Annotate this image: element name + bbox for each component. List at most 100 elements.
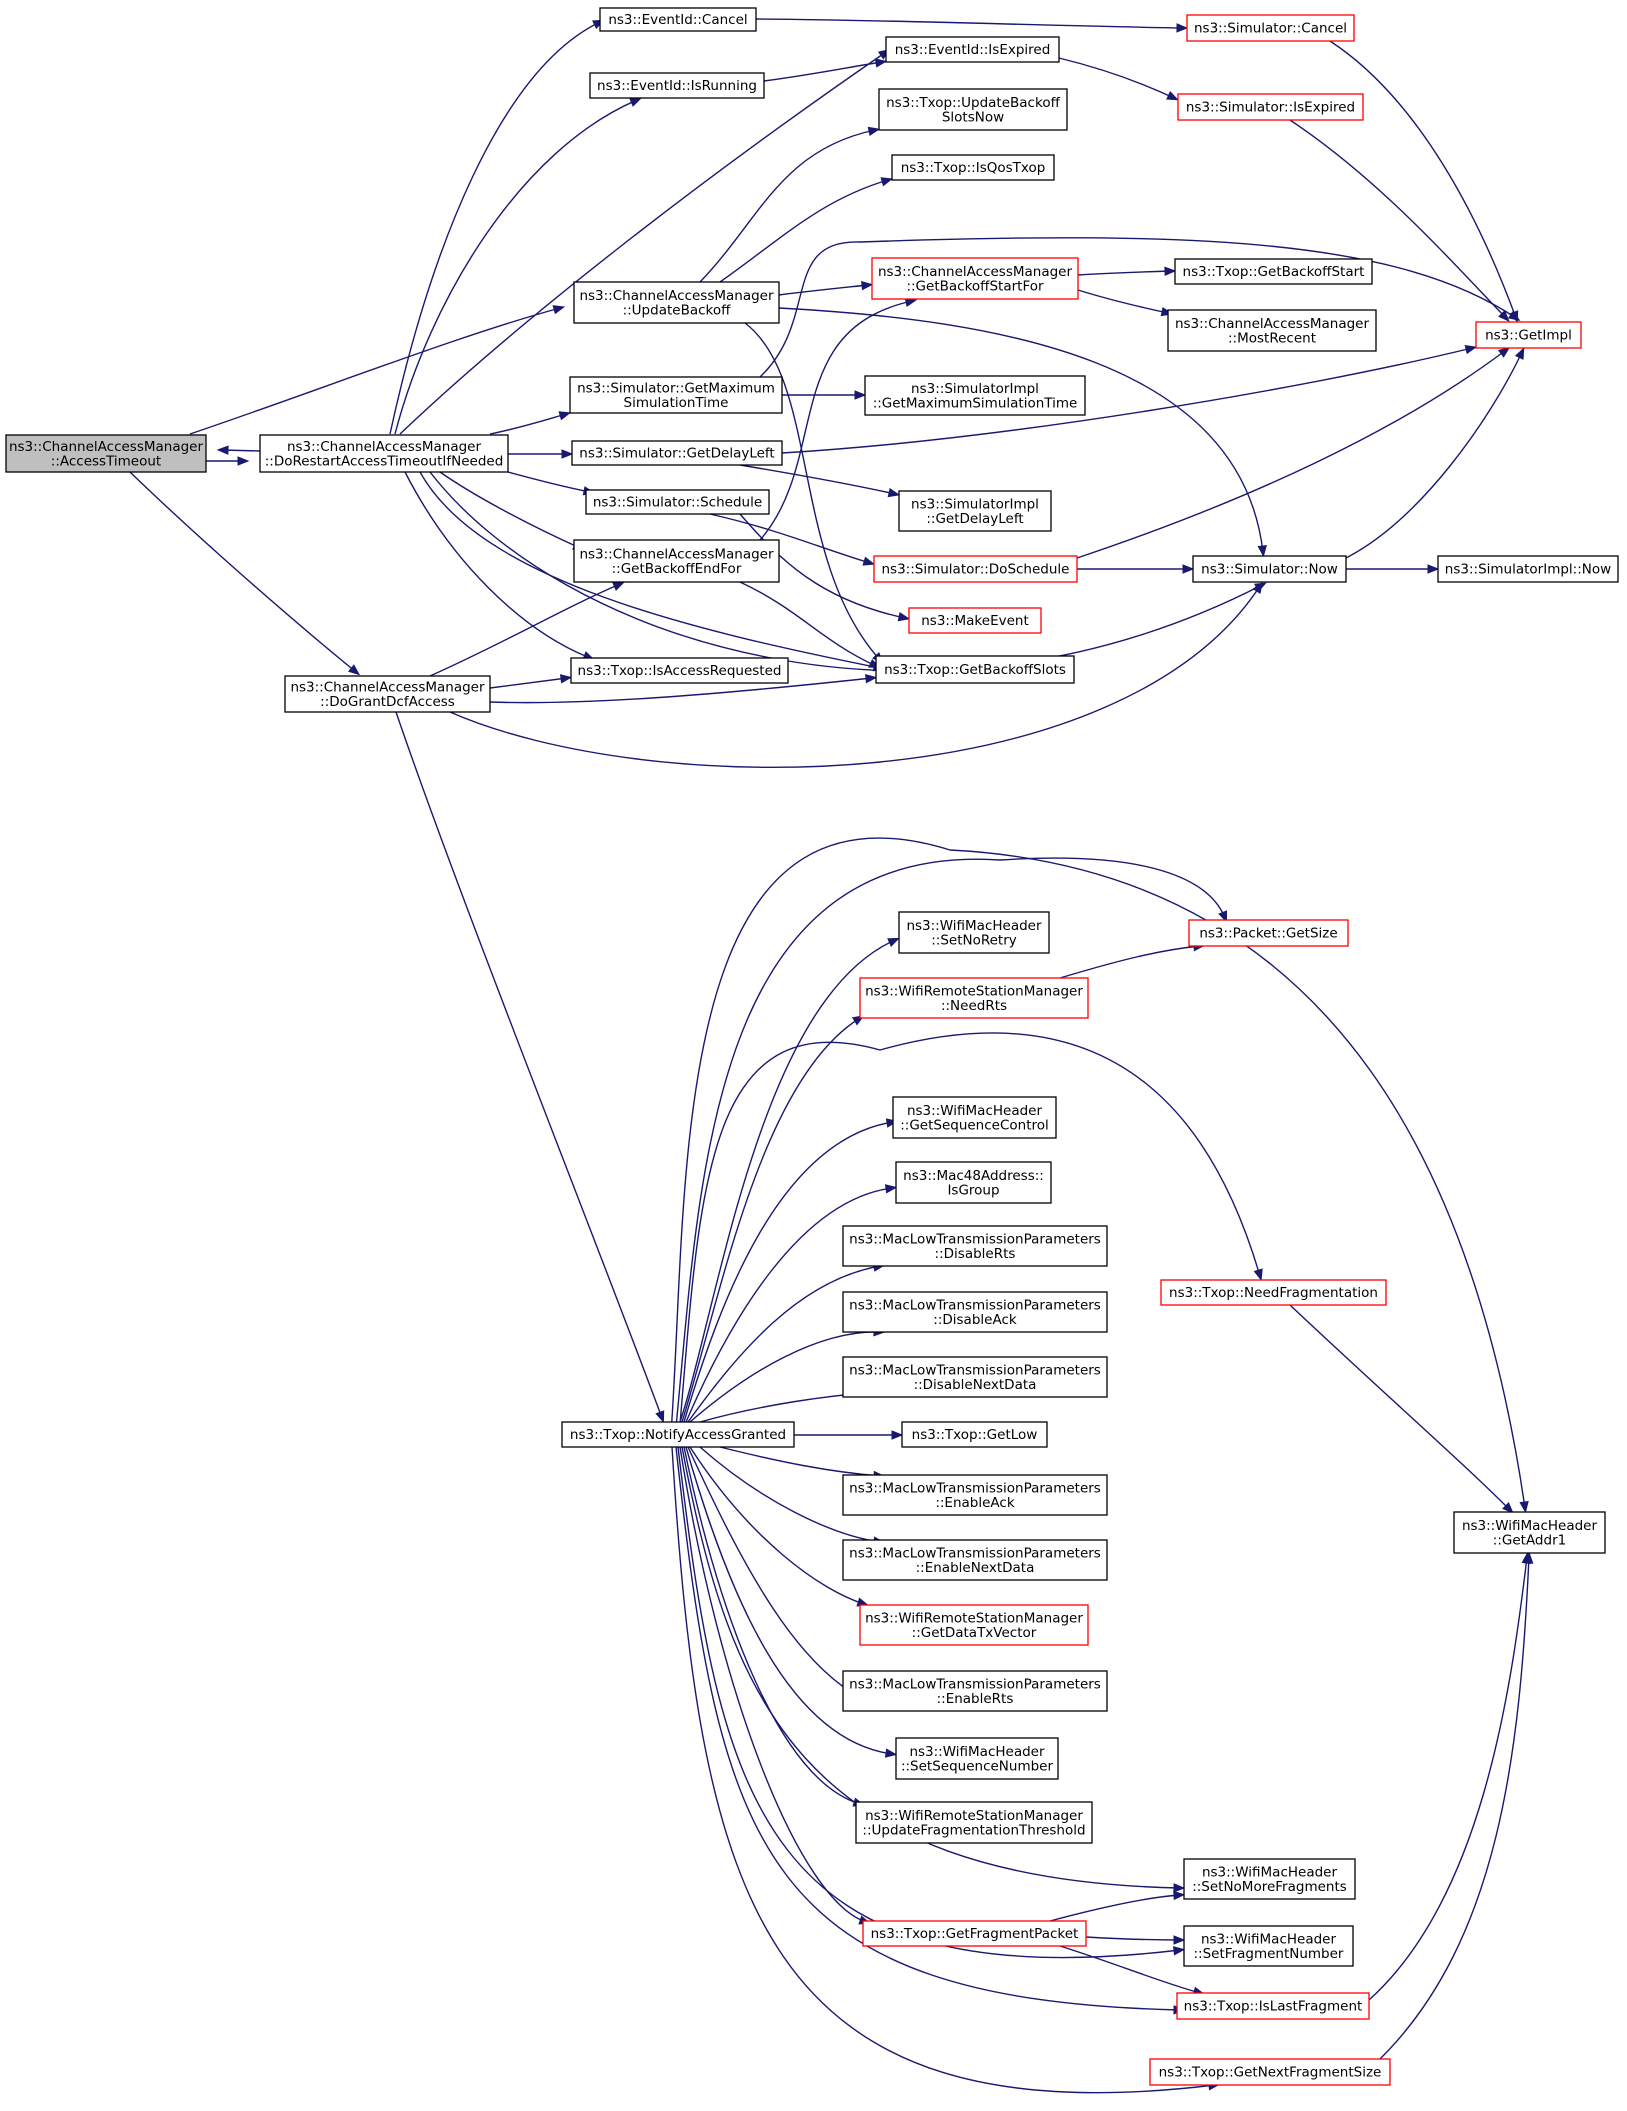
node-box: [871, 257, 1079, 300]
edge-sim_do_schedule-to-sim_now: [1077, 564, 1195, 574]
node-update-frag-threshold[interactable]: ns3::WifiRemoteStationManager::UpdateFra…: [855, 1801, 1093, 1844]
node-box: [895, 1161, 1052, 1204]
edge-notify_access_granted-to-disable_rts: [687, 1262, 886, 1423]
node-enable-ack[interactable]: ns3::MacLowTransmissionParameters::Enabl…: [842, 1474, 1108, 1516]
node-box: [891, 154, 1055, 181]
edge-notify_access_granted-to-set_no_retry: [679, 937, 900, 1423]
node-most-recent[interactable]: ns3::ChannelAccessManager::MostRecent: [1167, 309, 1377, 352]
node-update-backoff[interactable]: ns3::ChannelAccessManager::UpdateBackoff: [573, 281, 780, 324]
node-get-seq-control[interactable]: ns3::WifiMacHeader::GetSequenceControl: [892, 1096, 1057, 1139]
arrowhead: [1257, 544, 1267, 558]
node-label-line: ns3::Txop::UpdateBackoff: [886, 95, 1060, 111]
node-set-seq-number[interactable]: ns3::WifiMacHeader::SetSequenceNumber: [895, 1737, 1059, 1780]
node-notify-access-granted[interactable]: ns3::Txop::NotifyAccessGranted: [561, 1421, 795, 1448]
node-do-grant[interactable]: ns3::ChannelAccessManager::DoGrantDcfAcc…: [284, 675, 491, 713]
edge-notify_access_granted-to-packet_get_size: [673, 857, 1228, 1448]
arrowhead: [884, 1184, 898, 1194]
node-label-line: ::DoRestartAccessTimeoutIfNeeded: [265, 453, 504, 469]
node-is-last-fragment[interactable]: ns3::Txop::IsLastFragment: [1176, 1992, 1370, 2020]
node-packet-get-size[interactable]: ns3::Packet::GetSize: [1188, 919, 1349, 947]
node-set-no-more-fragments[interactable]: ns3::WifiMacHeader::SetNoMoreFragments: [1183, 1858, 1356, 1900]
node-box: [864, 375, 1086, 416]
edge-line: [404, 471, 591, 659]
node-label-line: ::DisableNextData: [914, 1377, 1037, 1393]
node-label-line: SimulationTime: [624, 395, 729, 411]
node-label-line: ns3::EventId::IsRunning: [597, 78, 757, 94]
node-get-backoff-slots[interactable]: ns3::Txop::GetBackoffSlots: [875, 655, 1075, 684]
node-label-line: ::DoGrantDcfAccess: [320, 694, 455, 710]
node-get-delay-left[interactable]: ns3::Simulator::GetDelayLeft: [571, 440, 783, 466]
node-box: [859, 977, 1089, 1019]
node-disable-rts[interactable]: ns3::MacLowTransmissionParameters::Disab…: [842, 1225, 1108, 1267]
node-get-impl[interactable]: ns3::GetImpl: [1475, 321, 1582, 349]
edge-do_restart-to-eventid_isrunning: [394, 97, 642, 435]
node-is-access-requested[interactable]: ns3::Txop::IsAccessRequested: [570, 657, 789, 684]
node-need-rts[interactable]: ns3::WifiRemoteStationManager::NeedRts: [859, 977, 1089, 1019]
node-mac48-isgroup[interactable]: ns3::Mac48Address::IsGroup: [895, 1161, 1052, 1204]
edge-notify_access_granted-to-txop_get_low: [794, 1430, 904, 1440]
node-label-line: ::AccessTimeout: [51, 453, 161, 469]
edge-line: [399, 51, 887, 435]
node-eventid-isrunning[interactable]: ns3::EventId::IsRunning: [589, 72, 765, 99]
arrowhead: [1509, 310, 1519, 324]
node-get-backoff-end[interactable]: ns3::ChannelAccessManager::GetBackoffEnd…: [573, 539, 780, 583]
node-eventid-isexpired[interactable]: ns3::EventId::IsExpired: [885, 36, 1060, 63]
edge-line: [1368, 1556, 1528, 2001]
node-set-no-retry[interactable]: ns3::WifiMacHeader::SetNoRetry: [898, 911, 1050, 954]
edge-do_grant-to-get_backoff_slots: [489, 673, 878, 704]
node-need-fragmentation[interactable]: ns3::Txop::NeedFragmentation: [1160, 1279, 1387, 1306]
arrowhead: [1523, 1551, 1534, 1564]
edge-line: [1345, 351, 1523, 559]
edge-line: [699, 1446, 881, 1543]
edge-do_restart-to-eventid_cancel: [389, 19, 605, 435]
node-label-line: IsGroup: [947, 1182, 999, 1198]
node-txop-get-low[interactable]: ns3::Txop::GetLow: [901, 1421, 1048, 1448]
node-simimpl-get-delay[interactable]: ns3::SimulatorImpl::GetDelayLeft: [898, 490, 1052, 532]
edge-line: [763, 61, 883, 82]
edge-line: [759, 237, 1517, 378]
node-get-next-fragment-size[interactable]: ns3::Txop::GetNextFragmentSize: [1149, 2058, 1391, 2086]
arrowhead: [558, 411, 572, 421]
node-enable-rts[interactable]: ns3::MacLowTransmissionParameters::Enabl…: [842, 1670, 1108, 1712]
node-simimpl-now[interactable]: ns3::SimulatorImpl::Now: [1437, 555, 1619, 583]
node-label-line: ns3::Simulator::IsExpired: [1186, 100, 1355, 116]
node-sim-now[interactable]: ns3::Simulator::Now: [1192, 555, 1347, 583]
node-make-event[interactable]: ns3::MakeEvent: [908, 607, 1042, 634]
node-get-fragment-packet[interactable]: ns3::Txop::GetFragmentPacket: [862, 1920, 1087, 1947]
edge-line: [677, 1446, 1181, 1959]
arrowhead: [887, 487, 901, 498]
node-get-backoff-start[interactable]: ns3::ChannelAccessManager::GetBackoffSta…: [871, 257, 1079, 300]
edge-get_backoff_end-to-get_backoff_slots: [739, 581, 881, 669]
node-set-fragment-number[interactable]: ns3::WifiMacHeader::SetFragmentNumber: [1183, 1925, 1354, 1967]
node-sim-do-schedule[interactable]: ns3::Simulator::DoSchedule: [873, 555, 1078, 583]
node-label-line: ns3::MacLowTransmissionParameters: [849, 1676, 1101, 1692]
edge-access_timeout-to-do_restart: [206, 456, 250, 466]
edge-notify_access_granted-to-set_seq_number: [685, 1446, 898, 1758]
edge-line: [394, 99, 638, 435]
node-do-restart[interactable]: ns3::ChannelAccessManager::DoRestartAcce…: [259, 434, 509, 473]
edge-sim_now-to-simimpl_now: [1346, 564, 1440, 574]
node-label-line: ns3::ChannelAccessManager: [878, 264, 1073, 280]
edge-line: [739, 464, 896, 495]
node-box: [1160, 1279, 1387, 1306]
node-simimpl-get-max[interactable]: ns3::SimulatorImpl::GetMaximumSimulation…: [864, 375, 1086, 416]
node-txop-get-backoff-start[interactable]: ns3::Txop::GetBackoffStart: [1174, 258, 1373, 285]
edge-line: [189, 307, 561, 435]
node-box: [873, 555, 1078, 583]
node-label-line: ns3::Txop::GetLow: [912, 1427, 1038, 1443]
node-enable-next-data[interactable]: ns3::MacLowTransmissionParameters::Enabl…: [842, 1539, 1108, 1581]
node-sim-schedule[interactable]: ns3::Simulator::Schedule: [585, 489, 770, 515]
node-sim-isexpired[interactable]: ns3::Simulator::IsExpired: [1177, 93, 1364, 121]
node-disable-next-data[interactable]: ns3::MacLowTransmissionParameters::Disab…: [842, 1356, 1108, 1398]
node-disable-ack[interactable]: ns3::MacLowTransmissionParameters::Disab…: [842, 1291, 1108, 1333]
node-box: [1167, 309, 1377, 352]
node-eventid-cancel[interactable]: ns3::EventId::Cancel: [599, 7, 757, 32]
node-get-data-tx-vector[interactable]: ns3::WifiRemoteStationManager::GetDataTx…: [859, 1604, 1089, 1646]
node-get-max-sim-time[interactable]: ns3::Simulator::GetMaximumSimulationTime: [569, 376, 783, 414]
node-sim-cancel[interactable]: ns3::Simulator::Cancel: [1186, 14, 1355, 42]
node-get-addr1[interactable]: ns3::WifiMacHeader::GetAddr1: [1453, 1511, 1606, 1554]
node-access-timeout[interactable]: ns3::ChannelAccessManager::AccessTimeout: [5, 434, 207, 473]
node-is-qos-txop[interactable]: ns3::Txop::IsQosTxop: [891, 154, 1055, 181]
